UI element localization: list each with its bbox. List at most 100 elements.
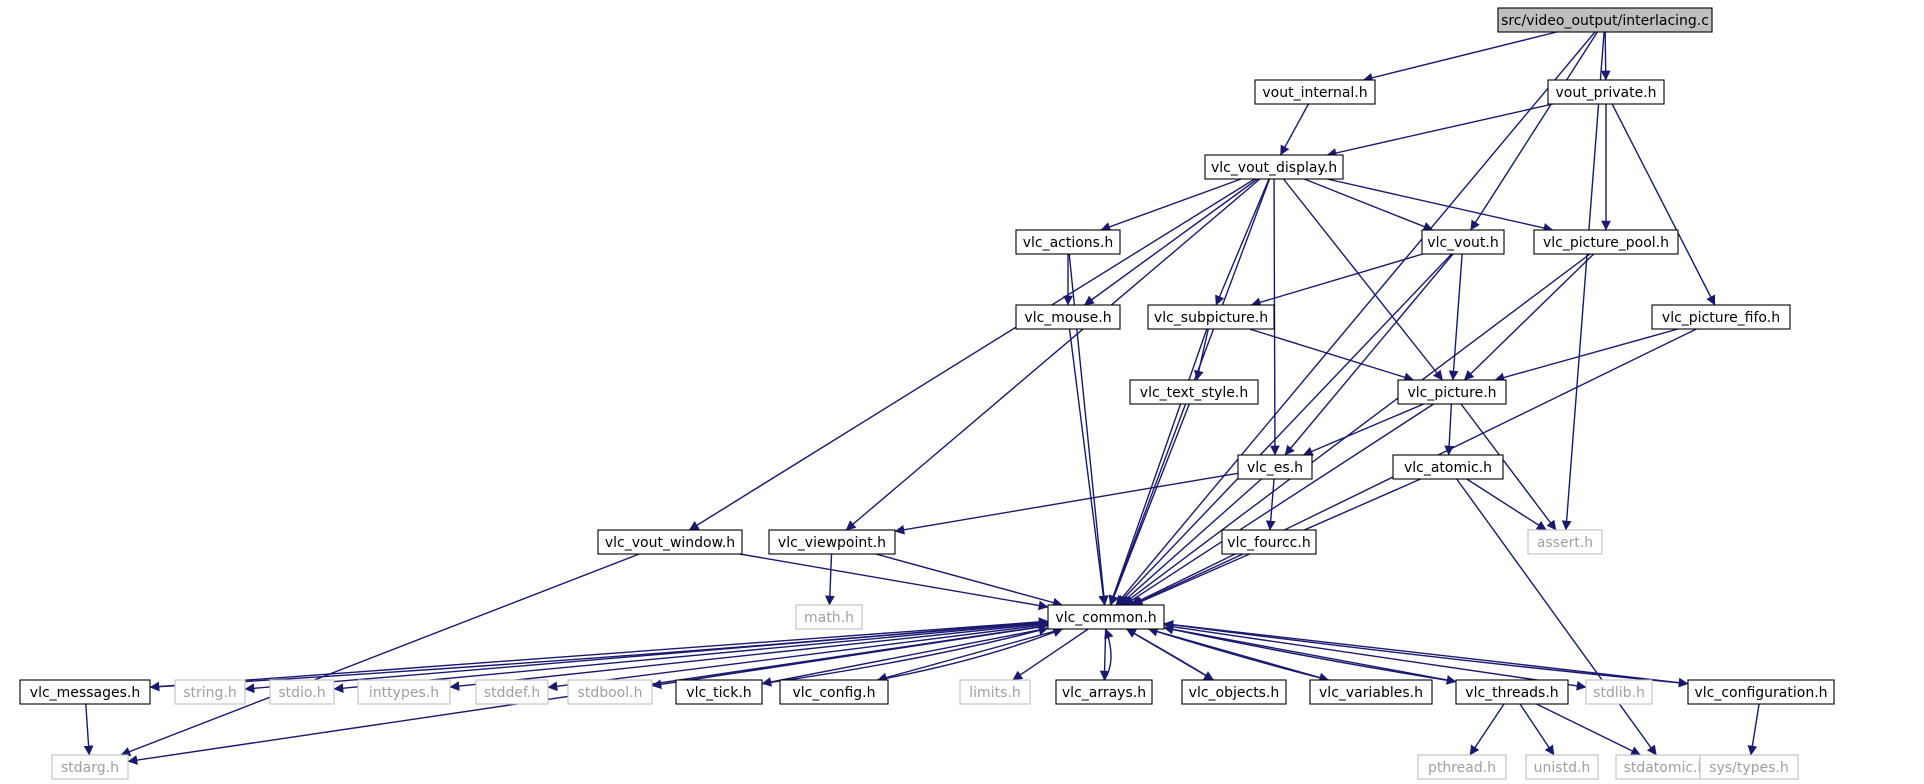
edge-vlc_atomic-to-stdatomic — [1456, 478, 1657, 756]
node-vlc_tick[interactable]: vlc_tick.h — [675, 679, 763, 705]
edge-vlc_vout_display-to-vlc_subpicture — [1215, 178, 1270, 306]
edge-vlc_picture-to-vlc_es — [1302, 403, 1424, 456]
node-vlc_subpicture-box — [1147, 304, 1275, 330]
node-vlc_viewpoint-label: vlc_viewpoint.h — [778, 535, 886, 551]
edge-root-to-assert — [1561, 31, 1605, 531]
edge-vlc_text_style-to-vlc_common — [1109, 403, 1190, 606]
node-vlc_arrays[interactable]: vlc_arrays.h — [1055, 679, 1153, 705]
node-vlc_objects-label: vlc_objects.h — [1189, 685, 1280, 701]
node-vlc_subpicture-label: vlc_subpicture.h — [1154, 310, 1268, 326]
node-vlc_es[interactable]: vlc_es.h — [1237, 454, 1313, 480]
edge-vlc_picture_pool-to-vlc_picture — [1463, 253, 1595, 381]
node-vlc_threads[interactable]: vlc_threads.h — [1455, 679, 1569, 705]
node-vout_internal-label: vout_internal.h — [1262, 85, 1367, 101]
node-vout_internal[interactable]: vout_internal.h — [1254, 79, 1376, 105]
node-vlc_common[interactable]: vlc_common.h — [1047, 604, 1165, 630]
node-vlc_picture-box — [1397, 379, 1507, 405]
node-vlc_objects[interactable]: vlc_objects.h — [1181, 679, 1287, 705]
node-stdarg-label: stdarg.h — [61, 760, 119, 776]
node-vlc_mouse[interactable]: vlc_mouse.h — [1015, 304, 1121, 330]
node-sys_types[interactable]: sys/types.h — [1699, 754, 1799, 780]
node-vlc_messages-label: vlc_messages.h — [30, 685, 140, 701]
edge-vlc_vout-to-vlc_subpicture — [1250, 253, 1423, 308]
edge-root-to-vout_internal — [1362, 31, 1557, 83]
node-vlc_config[interactable]: vlc_config.h — [779, 679, 889, 705]
edge-vlc_common-to-stdlib — [1163, 624, 1587, 691]
edge-vlc_subpicture-to-vlc_picture — [1249, 328, 1414, 382]
node-string-label: string.h — [183, 685, 237, 701]
node-math[interactable]: math.h — [795, 604, 863, 630]
node-stdlib-box — [1585, 679, 1653, 705]
node-vlc_subpicture[interactable]: vlc_subpicture.h — [1147, 304, 1275, 330]
edge-vlc_subpicture-to-vlc_text_style — [1193, 328, 1209, 381]
node-vlc_picture_pool[interactable]: vlc_picture_pool.h — [1533, 229, 1679, 255]
node-stdio-label: stdio.h — [278, 685, 325, 701]
node-vlc_atomic[interactable]: vlc_atomic.h — [1392, 454, 1504, 480]
node-root-label: src/video_output/interlacing.c — [1501, 13, 1709, 29]
node-stdbool-label: stdbool.h — [578, 685, 643, 701]
edge-vlc_es-to-vlc_viewpoint — [894, 472, 1239, 535]
node-stdarg-box — [51, 754, 129, 780]
edge-vlc_threads-to-unistd — [1519, 703, 1555, 756]
node-vlc_fourcc-box — [1221, 529, 1317, 555]
edge-vlc_threads-to-pthread — [1469, 703, 1505, 756]
edge-vlc_es-to-vlc_fourcc — [1265, 478, 1276, 531]
node-vlc_fourcc[interactable]: vlc_fourcc.h — [1221, 529, 1317, 555]
edge-vlc_vout_display-to-vlc_mouse — [1084, 178, 1258, 306]
node-string-box — [174, 679, 246, 705]
edge-vlc_common-to-limits — [1012, 628, 1089, 681]
node-unistd-label: unistd.h — [1534, 760, 1591, 776]
node-vlc_configuration[interactable]: vlc_configuration.h — [1687, 679, 1835, 705]
node-vlc_vout_window[interactable]: vlc_vout_window.h — [597, 529, 743, 555]
edge-vlc_subpicture-to-vlc_common — [1108, 328, 1208, 606]
edge-vlc_es-to-vlc_common — [1119, 478, 1262, 606]
node-stdbool[interactable]: stdbool.h — [567, 679, 653, 705]
edge-vlc_atomic-to-assert — [1466, 478, 1547, 531]
node-vlc_vout-label: vlc_vout.h — [1427, 235, 1498, 251]
node-stddef-label: stddef.h — [484, 685, 540, 701]
node-vlc_messages[interactable]: vlc_messages.h — [19, 679, 151, 705]
node-root[interactable]: src/video_output/interlacing.c — [1497, 7, 1713, 33]
node-unistd[interactable]: unistd.h — [1525, 754, 1599, 780]
node-vlc_variables[interactable]: vlc_variables.h — [1309, 679, 1433, 705]
node-assert[interactable]: assert.h — [1527, 529, 1603, 555]
node-vlc_vout_display[interactable]: vlc_vout_display.h — [1204, 154, 1344, 180]
node-vlc_viewpoint-box — [768, 529, 896, 555]
edge-root-to-vout_private — [1600, 31, 1611, 81]
node-vlc_vout_display-box — [1204, 154, 1344, 180]
node-vlc_vout[interactable]: vlc_vout.h — [1421, 229, 1505, 255]
node-vlc_actions-label: vlc_actions.h — [1023, 235, 1114, 251]
node-stdio[interactable]: stdio.h — [269, 679, 335, 705]
node-vlc_messages-box — [19, 679, 151, 705]
node-stdlib[interactable]: stdlib.h — [1585, 679, 1653, 705]
node-vlc_common-label: vlc_common.h — [1055, 610, 1156, 626]
node-vlc_actions-box — [1015, 229, 1121, 255]
edge-root-to-vlc_common — [1115, 31, 1596, 606]
node-stdatomic-box — [1615, 754, 1715, 780]
node-limits[interactable]: limits.h — [959, 679, 1031, 705]
node-stdatomic[interactable]: stdatomic.h — [1615, 754, 1715, 780]
edge-vlc_vout_window-to-stdarg — [120, 553, 640, 757]
node-vlc_picture_fifo-label: vlc_picture_fifo.h — [1662, 310, 1780, 326]
node-vlc_picture_fifo[interactable]: vlc_picture_fifo.h — [1651, 304, 1791, 330]
node-vlc_config-label: vlc_config.h — [792, 685, 875, 701]
node-string[interactable]: string.h — [174, 679, 246, 705]
node-vlc_viewpoint[interactable]: vlc_viewpoint.h — [768, 529, 896, 555]
edge-vlc_tick-to-vlc_common — [761, 625, 1049, 685]
node-vlc_picture[interactable]: vlc_picture.h — [1397, 379, 1507, 405]
node-vlc_vout_window-label: vlc_vout_window.h — [605, 535, 735, 551]
node-inttypes[interactable]: inttypes.h — [357, 679, 451, 705]
node-stddef[interactable]: stddef.h — [475, 679, 549, 705]
node-vout_private-label: vout_private.h — [1555, 85, 1656, 101]
node-vlc_text_style[interactable]: vlc_text_style.h — [1129, 379, 1259, 405]
edge-vlc_messages-to-stdarg — [83, 703, 94, 756]
node-vout_private[interactable]: vout_private.h — [1547, 79, 1665, 105]
node-vlc_vout-box — [1421, 229, 1505, 255]
node-pthread[interactable]: pthread.h — [1417, 754, 1507, 780]
node-stdarg[interactable]: stdarg.h — [51, 754, 129, 780]
edge-vlc_picture-to-vlc_common — [1124, 403, 1434, 606]
node-math-box — [795, 604, 863, 630]
node-vout_internal-box — [1254, 79, 1376, 105]
node-vlc_actions[interactable]: vlc_actions.h — [1015, 229, 1121, 255]
node-vlc_threads-label: vlc_threads.h — [1465, 685, 1558, 701]
